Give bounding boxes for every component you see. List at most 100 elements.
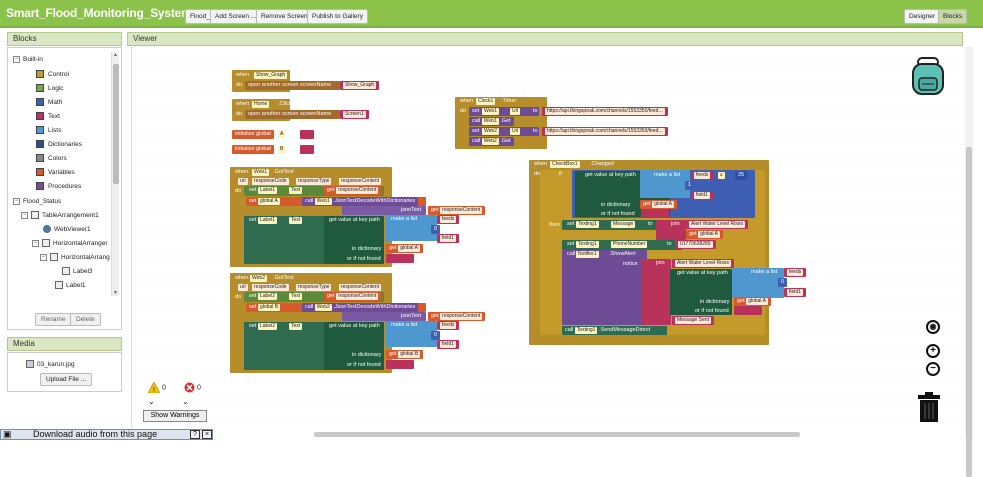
get-var-block[interactable]: get global A bbox=[686, 230, 723, 239]
text-empty-block[interactable] bbox=[734, 306, 762, 315]
threshold-number[interactable]: 25 bbox=[735, 171, 748, 180]
global-var-dropdown[interactable]: global B bbox=[258, 304, 281, 311]
blocks-scrollbar[interactable]: ▲ ▼ bbox=[111, 52, 119, 296]
component-dropdown[interactable]: Home bbox=[252, 101, 270, 108]
notification-text[interactable]: Download audio from this page bbox=[33, 429, 158, 439]
component-dropdown[interactable]: Texting1 bbox=[576, 241, 599, 248]
text-block[interactable]: Screen1 bbox=[340, 110, 369, 119]
collapse-icon[interactable]: − bbox=[40, 253, 47, 261]
trash-icon[interactable] bbox=[917, 391, 941, 423]
url-text-block[interactable]: https://api.thingspeak.com/channels/1553… bbox=[542, 107, 668, 116]
make-list-block[interactable] bbox=[385, 215, 437, 241]
label-dropdown[interactable]: Label2 bbox=[258, 293, 278, 300]
errors-indicator[interactable]: 0 bbox=[184, 382, 201, 393]
label-dropdown[interactable]: Label1 bbox=[258, 217, 278, 224]
center-target-icon[interactable]: ◉ bbox=[926, 320, 940, 334]
show-warnings-button[interactable]: Show Warnings bbox=[143, 410, 207, 422]
scrollbar-thumb[interactable] bbox=[113, 64, 119, 184]
dict-lookup-block[interactable] bbox=[324, 322, 384, 370]
tree-component[interactable]: −TableArrangement1 bbox=[21, 209, 99, 222]
upload-file-button[interactable]: Upload File ... bbox=[40, 373, 93, 386]
collapse-icon[interactable]: − bbox=[21, 211, 28, 219]
collapse-icon[interactable]: − bbox=[13, 55, 20, 63]
designer-button[interactable]: Designer bbox=[904, 9, 941, 24]
property-dropdown[interactable]: Url bbox=[510, 108, 521, 115]
set-web2-url-block[interactable]: set bbox=[469, 127, 539, 136]
property-dropdown[interactable]: Url bbox=[510, 128, 521, 135]
dict-lookup-block[interactable] bbox=[670, 269, 732, 315]
dict-lookup-block[interactable] bbox=[324, 216, 384, 264]
property-dropdown[interactable]: Text bbox=[289, 217, 303, 224]
tree-item-variables[interactable]: Variables bbox=[36, 166, 75, 179]
url-text-block[interactable]: https://api.thingspeak.com/channels/1553… bbox=[542, 127, 668, 136]
join-block[interactable]: join bbox=[641, 259, 671, 325]
param-response-code[interactable]: responseCode bbox=[252, 284, 289, 291]
scroll-down-icon[interactable]: ▼ bbox=[113, 290, 118, 296]
component-dropdown[interactable]: Show_Graph bbox=[254, 72, 288, 79]
property-dropdown[interactable]: Text bbox=[289, 187, 303, 194]
component-dropdown[interactable]: Web1 bbox=[252, 169, 269, 176]
param-url[interactable]: url bbox=[238, 178, 248, 185]
make-list-block[interactable] bbox=[732, 268, 784, 298]
component-dropdown[interactable]: Web1 bbox=[482, 108, 499, 115]
json-decode-block[interactable]: call Web2 .JsonTextDecodeWithDictionarie… bbox=[302, 303, 419, 312]
component-dropdown[interactable]: Notifier1 bbox=[576, 251, 599, 258]
set-web1-url-block[interactable]: set bbox=[469, 107, 539, 116]
text-block[interactable]: Show_Graph bbox=[340, 81, 380, 90]
get-var-block[interactable]: get responseContent bbox=[428, 206, 486, 215]
warning-toggle-arrows[interactable]: ⌄ ⌄ bbox=[148, 397, 189, 406]
get-var-block[interactable]: get global A bbox=[386, 244, 423, 253]
component-dropdown[interactable]: Texting1 bbox=[576, 221, 599, 228]
global-var-dropdown[interactable]: global A bbox=[258, 198, 280, 205]
make-list-block[interactable] bbox=[640, 170, 690, 198]
open-screen-block[interactable]: open another screen screenName bbox=[245, 110, 340, 119]
text-empty-block[interactable] bbox=[641, 209, 669, 218]
text-block[interactable]: field1 bbox=[691, 191, 713, 200]
label-dropdown[interactable]: Label1 bbox=[258, 187, 278, 194]
number-block[interactable]: 0 bbox=[431, 331, 441, 340]
component-dropdown[interactable]: Web2 bbox=[250, 275, 267, 282]
rename-button[interactable]: Rename bbox=[35, 313, 72, 326]
label-dropdown[interactable]: Label2 bbox=[258, 323, 278, 330]
text-block[interactable]: field1 bbox=[437, 234, 459, 243]
set-label-block[interactable] bbox=[244, 292, 384, 302]
component-dropdown[interactable]: Clock1 bbox=[476, 98, 496, 105]
property-dropdown[interactable]: Text bbox=[289, 293, 303, 300]
property-dropdown[interactable]: Message bbox=[611, 221, 636, 228]
var-name-b[interactable]: B bbox=[278, 146, 286, 153]
call-web1-get-block[interactable]: call Web1 .Get bbox=[469, 117, 514, 126]
get-var-block[interactable]: get global B bbox=[386, 350, 424, 359]
tree-component[interactable]: −HorizontalArrang bbox=[40, 251, 110, 264]
tree-builtin[interactable]: −Built-in bbox=[13, 53, 43, 66]
get-var-block[interactable]: get responseContent bbox=[428, 312, 486, 321]
get-var-block[interactable]: get responseContent bbox=[324, 186, 382, 195]
collapse-icon[interactable]: − bbox=[13, 197, 20, 205]
property-dropdown[interactable]: Text bbox=[289, 323, 303, 330]
component-dropdown[interactable]: Web2 bbox=[482, 128, 499, 135]
backpack-icon[interactable] bbox=[910, 56, 946, 96]
delete-button[interactable]: Delete bbox=[70, 313, 101, 326]
component-dropdown[interactable]: CheckBox1 bbox=[550, 161, 580, 168]
zoom-in-icon[interactable]: + bbox=[926, 344, 940, 358]
tree-screen[interactable]: −Flood_Status bbox=[13, 195, 61, 208]
open-screen-block[interactable]: open another screen screenName bbox=[245, 81, 340, 90]
publish-gallery-button[interactable]: Publish to Gallery bbox=[307, 9, 368, 24]
text-block[interactable]: 01770638289 bbox=[675, 240, 716, 249]
remove-screen-button[interactable]: Remove Screen bbox=[256, 9, 313, 24]
tree-item-dictionaries[interactable]: Dictionaries bbox=[36, 138, 82, 151]
get-var-block[interactable]: get global A bbox=[640, 200, 677, 209]
scrollbar-thumb[interactable] bbox=[966, 147, 972, 477]
param-response-code[interactable]: responseCode bbox=[252, 178, 289, 185]
text-block[interactable]: Message Sent bbox=[672, 316, 714, 325]
join-block[interactable]: join bbox=[656, 220, 686, 240]
text-block[interactable]: field1 bbox=[437, 340, 459, 349]
text-block[interactable]: feeds bbox=[437, 321, 460, 330]
json-decode-block[interactable]: call Web1 .JsonTextDecodeWithDictionarie… bbox=[302, 197, 419, 206]
make-list-block[interactable] bbox=[385, 321, 437, 347]
number-block[interactable]: 0 bbox=[431, 225, 441, 234]
get-var-block[interactable]: get global A bbox=[734, 297, 771, 306]
set-label-block[interactable] bbox=[244, 186, 384, 196]
viewer-horizontal-scrollbar[interactable] bbox=[314, 432, 800, 437]
tree-item-math[interactable]: Math bbox=[36, 96, 62, 109]
call-notifier-block[interactable] bbox=[562, 250, 647, 325]
